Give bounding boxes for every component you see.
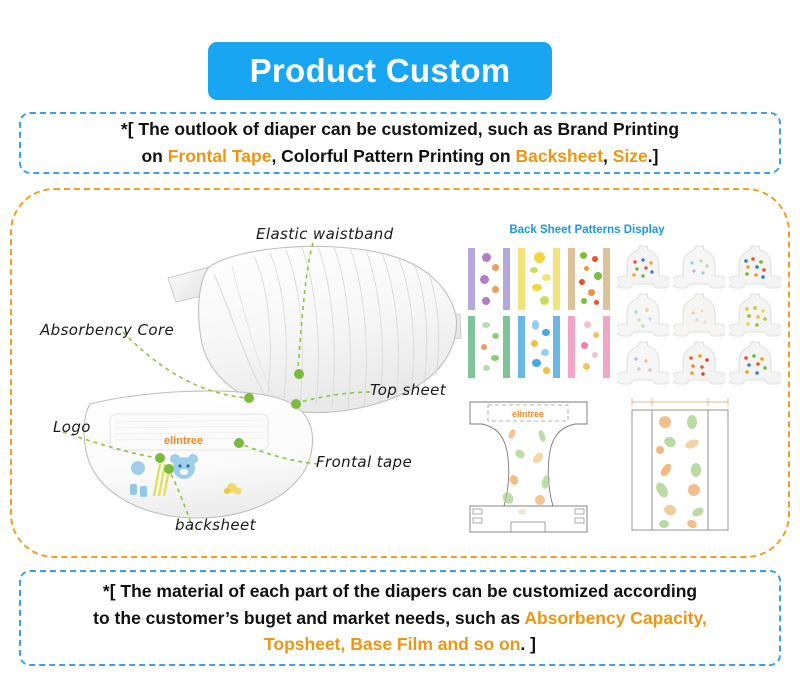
note-top-line2-c: , <box>603 146 613 166</box>
note-bottom-line3-b: . ] <box>520 634 536 655</box>
product-logo-text: elintree <box>164 435 203 447</box>
patterns-title: Back Sheet Patterns Display <box>509 224 665 236</box>
note-top-line2-a: on <box>141 146 168 166</box>
note-top-line2-d: .] <box>647 146 659 166</box>
pattern-swatch-green-leaf[interactable] <box>468 316 510 378</box>
note-box-bottom: *[ The material of each part of the diap… <box>19 570 781 666</box>
mini-diaper-1[interactable] <box>615 244 671 290</box>
mini-diaper-9[interactable] <box>727 340 783 386</box>
note-top-line1: *[ The outlook of diaper can be customiz… <box>120 119 680 140</box>
pattern-swatch-yellow-fruit[interactable] <box>518 248 560 310</box>
mini-diaper-grid <box>615 244 783 386</box>
pattern-swatch-purple-bear[interactable] <box>468 248 510 310</box>
highlight-frontal-tape: Frontal Tape <box>167 146 272 166</box>
pattern-swatch-pink-star[interactable] <box>568 316 610 378</box>
page-title-badge: Product Custom <box>208 42 552 100</box>
backsheet-roll-technical-drawing <box>630 394 730 536</box>
note-box-top: *[ The outlook of diaper can be customiz… <box>19 112 781 174</box>
leader-lines <box>62 242 371 531</box>
diaper-flat-technical-drawing: elintree <box>466 396 591 536</box>
diaper-illustration: elintree <box>18 196 463 548</box>
printed-motifs <box>130 454 242 497</box>
label-absorbency-core: Absorbency Core <box>40 321 175 339</box>
label-frontal-tape: Frontal tape <box>316 453 413 471</box>
flat-drawing-logo: elintree <box>512 409 544 419</box>
note-bottom-line2-a: to the customer’s buget and market needs… <box>93 607 525 628</box>
highlight-absorbency-capacity: Absorbency Capacity, <box>524 607 707 628</box>
mini-diaper-5[interactable] <box>671 292 727 338</box>
note-bottom-text: *[ The material of each part of the diap… <box>79 578 721 658</box>
content-panel <box>10 188 790 558</box>
patterns-panel: Back Sheet Patterns Display <box>462 196 784 548</box>
page-title: Product Custom <box>249 52 511 89</box>
label-backsheet: backsheet <box>175 516 256 534</box>
mini-diaper-7[interactable] <box>615 340 671 386</box>
pattern-swatch-grid <box>468 248 610 378</box>
note-bottom-line1: *[ The material of each part of the diap… <box>102 581 698 602</box>
label-logo: Logo <box>53 418 91 436</box>
note-top-line2-b: , Colorful Pattern Printing on <box>271 146 516 166</box>
mini-diaper-6[interactable] <box>727 292 783 338</box>
mini-diaper-2[interactable] <box>671 244 727 290</box>
mini-diaper-4[interactable] <box>615 292 671 338</box>
highlight-topsheet-basefilm: Topsheet, Base Film and so on <box>264 634 521 655</box>
label-top-sheet: Top sheet <box>370 381 447 399</box>
highlight-backsheet: Backsheet <box>515 146 604 166</box>
label-elastic-waistband: Elastic waistband <box>256 225 394 243</box>
mini-diaper-8[interactable] <box>671 340 727 386</box>
highlight-size: Size <box>612 146 648 166</box>
pattern-swatch-blue-toy[interactable] <box>518 316 560 378</box>
mini-diaper-3[interactable] <box>727 244 783 290</box>
note-top-text: *[ The outlook of diaper can be customiz… <box>107 116 693 169</box>
pattern-swatch-tan-dots[interactable] <box>568 248 610 310</box>
marker-dots <box>155 369 304 474</box>
